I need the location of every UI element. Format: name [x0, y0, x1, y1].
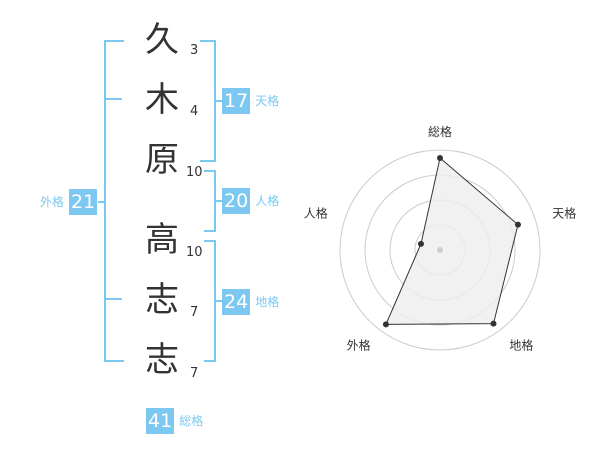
- gaikaku-bracket-tick-lower: [104, 298, 122, 300]
- stroke-count-5: 7: [190, 305, 199, 320]
- soukaku-score: 41 総格: [146, 408, 203, 434]
- radar-ring: [339, 149, 541, 351]
- radar-center: [437, 247, 443, 253]
- stroke-count-4: 10: [186, 245, 203, 260]
- chikaku-value: 24: [222, 289, 251, 315]
- gaikaku-bracket-tick: [104, 98, 122, 100]
- radar-axis-label-5: 人格: [304, 206, 328, 221]
- name-char-6: 志: [145, 340, 179, 380]
- soukaku-label: 総格: [179, 414, 204, 428]
- radar-polygon: [385, 157, 519, 325]
- chikaku-connector: [214, 300, 222, 302]
- chikaku-score: 24 地格: [222, 289, 279, 315]
- radar-axis-label-3: 地格: [509, 337, 533, 352]
- name-char-3: 原: [145, 140, 179, 180]
- jinkaku-value: 20: [222, 188, 251, 214]
- name-char-5: 志: [145, 280, 179, 320]
- chikaku-label: 地格: [255, 295, 280, 309]
- name-char-2: 木: [145, 80, 179, 120]
- radar-axis-label-2: 天格: [552, 206, 576, 221]
- jinkaku-connector: [214, 200, 222, 202]
- stroke-count-2: 4: [190, 104, 199, 119]
- radar-point-3: [490, 320, 497, 327]
- gaikaku-connector: [98, 201, 106, 203]
- radar-axis-label-4: 外格: [347, 337, 371, 352]
- name-char-4: 高: [145, 220, 179, 260]
- gaikaku-bracket: [104, 40, 124, 362]
- tenkaku-label: 天格: [255, 94, 280, 108]
- jinkaku-score: 20 人格: [222, 188, 279, 214]
- name-char-1: 久: [145, 20, 179, 60]
- tenkaku-score: 17 天格: [222, 88, 279, 114]
- gaikaku-score: 外格 21: [40, 189, 98, 215]
- stroke-count-1: 3: [190, 43, 199, 58]
- tenkaku-connector: [214, 100, 222, 102]
- radar-point-5: [417, 240, 424, 247]
- stroke-count-6: 7: [190, 366, 199, 381]
- radar-point-4: [382, 321, 389, 328]
- gaikaku-label: 外格: [40, 195, 65, 209]
- tenkaku-value: 17: [222, 88, 251, 114]
- radar-point-2: [514, 221, 521, 228]
- gaikaku-value: 21: [69, 189, 98, 215]
- stroke-count-3: 10: [186, 165, 203, 180]
- soukaku-value: 41: [146, 408, 175, 434]
- jinkaku-label: 人格: [255, 194, 280, 208]
- radar-point-1: [437, 155, 443, 161]
- radar-axis-label-1: 総格: [428, 124, 452, 139]
